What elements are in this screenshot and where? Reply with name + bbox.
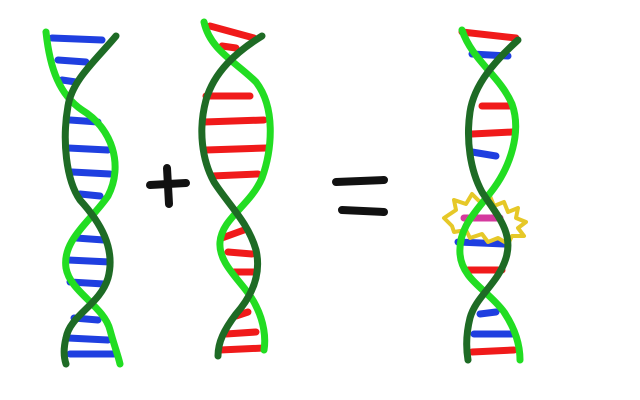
- base-pair-11: [222, 328, 260, 338]
- base-pair-6: [454, 238, 508, 248]
- blue-helix-strand-light: [42, 28, 124, 368]
- hybrid-helix-strand-light: [456, 26, 524, 364]
- equals-bottom-bar: [338, 206, 388, 216]
- base-pair-7: [218, 226, 248, 242]
- base-pair-12: [64, 334, 112, 344]
- base-pair-5: [64, 144, 112, 154]
- base-pair-5: [202, 144, 270, 154]
- red-helix-base-pairs: [200, 22, 270, 354]
- red-helix-strand-dark: [198, 32, 266, 360]
- red-helix-strand-light: [200, 18, 274, 354]
- hybrid-helix: [442, 26, 528, 364]
- base-pair-4: [200, 116, 268, 126]
- base-pair-2: [218, 42, 240, 52]
- base-pair-4: [468, 128, 516, 138]
- base-pair-1: [458, 28, 520, 42]
- base-pair-1: [48, 34, 106, 44]
- hybrid-helix-base-pairs: [454, 28, 520, 356]
- base-pair-5: [468, 148, 500, 160]
- base-pair-8: [476, 308, 500, 318]
- base-pair-10: [468, 346, 518, 356]
- plus-sign-icon: [146, 164, 190, 208]
- hybrid-helix-strand-dark: [463, 36, 522, 364]
- blue-helix-strand-dark: [60, 32, 120, 368]
- red-helix: [198, 18, 274, 360]
- base-pair-6: [68, 168, 114, 178]
- base-pair-9: [64, 256, 114, 266]
- equals-sign-icon: [332, 176, 388, 216]
- plus-vertical-bar: [163, 164, 173, 208]
- base-pair-6: [208, 170, 262, 180]
- base-pair-2: [54, 56, 90, 66]
- mutation-burst-outline: [442, 192, 528, 246]
- base-pair-12: [216, 344, 268, 354]
- base-pair-1: [206, 22, 258, 42]
- base-pair-7: [76, 190, 104, 200]
- base-pair-8: [72, 234, 108, 244]
- blue-helix: [42, 28, 124, 368]
- equals-top-bar: [332, 176, 388, 186]
- base-pair-8: [224, 248, 256, 258]
